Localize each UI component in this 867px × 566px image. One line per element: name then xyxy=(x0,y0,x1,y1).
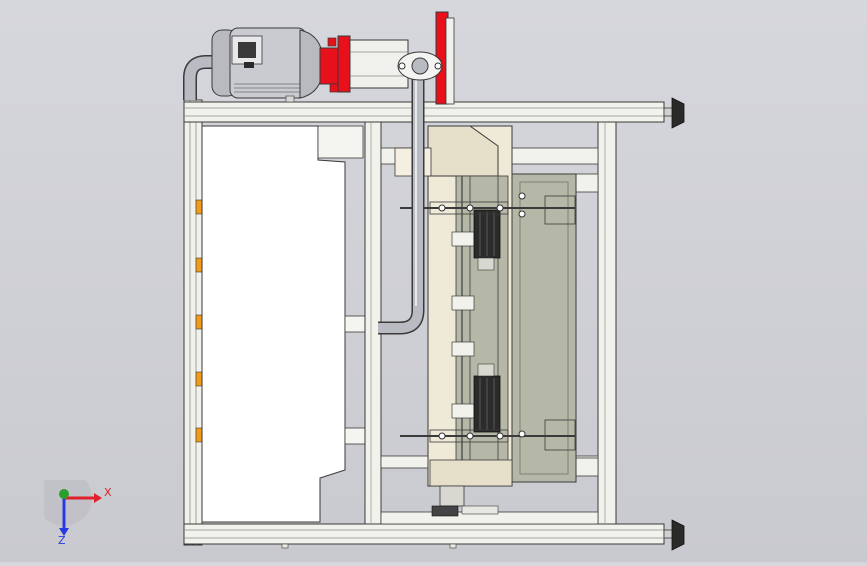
x-axis-label: X xyxy=(104,486,112,499)
stepper-motor-upper xyxy=(473,209,501,271)
orange-tab xyxy=(195,427,203,443)
stepper-motor-lower xyxy=(473,363,501,433)
left-frame-post xyxy=(183,99,203,546)
orange-tab xyxy=(195,199,203,215)
bottom-frame-rail xyxy=(183,523,665,549)
lower-shaft xyxy=(400,419,576,451)
leveling-foot-top xyxy=(663,97,685,129)
upper-shaft xyxy=(400,192,576,225)
inlet-elbow-pipe xyxy=(183,55,212,100)
gear xyxy=(431,505,459,517)
z-axis-label: Z xyxy=(58,534,66,547)
tank-housing xyxy=(201,125,371,523)
orange-tab xyxy=(195,314,203,330)
pump-coupling xyxy=(319,11,455,105)
orange-tab xyxy=(195,371,203,387)
electric-motor xyxy=(211,27,323,103)
coordinate-triad: X Z xyxy=(36,470,114,550)
y-axis-dot xyxy=(59,489,69,499)
outlet-pipe xyxy=(378,70,425,335)
orange-tab xyxy=(195,257,203,273)
leveling-foot-bottom xyxy=(663,519,685,551)
